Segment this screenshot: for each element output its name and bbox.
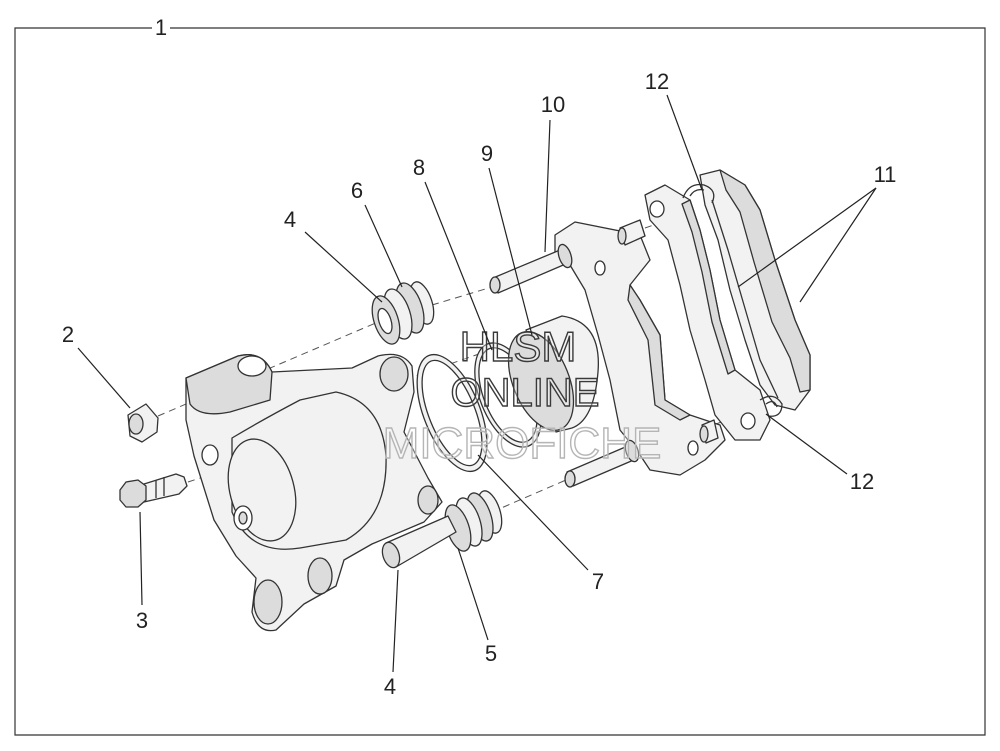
caliper-right-upper-lug (379, 356, 409, 392)
callout-12-bottom: 12 (850, 469, 874, 494)
brake-pad-front-friction (719, 169, 811, 393)
leader-9 (488, 167, 533, 336)
centerline-lower-pin (491, 479, 567, 513)
callout-12-top: 12 (645, 69, 669, 94)
watermark-line-3: MICROFICHE (383, 419, 662, 468)
bleed-screw (119, 473, 188, 508)
callout-3: 3 (136, 608, 148, 633)
brake-pad-front-backing-line (711, 199, 779, 399)
bracket-lower-right-pin-end (699, 425, 709, 443)
bleed-screw-shaft (143, 473, 188, 503)
brake-pad-rear-top-hole (649, 200, 665, 218)
dust-seal-ring (416, 353, 488, 473)
callout-1: 1 (155, 15, 167, 40)
callout-7: 7 (592, 569, 604, 594)
callout-4-lower: 4 (384, 674, 396, 699)
bracket-upper-pin-end (489, 276, 501, 294)
leader-11-a (737, 187, 877, 288)
lower-pin-boot (444, 490, 503, 552)
callout-5: 5 (485, 641, 497, 666)
callout-2: 2 (62, 322, 74, 347)
leader-4-upper (304, 231, 383, 303)
bracket-lower-pin-collar (624, 439, 640, 463)
caliper-fluid-port (201, 444, 219, 466)
brake-pad-rear-edge (681, 199, 736, 375)
leader-4-lower (392, 569, 399, 673)
callout-10: 10 (541, 92, 565, 117)
leader-7 (477, 454, 589, 571)
bracket-upper-hole (594, 260, 606, 276)
leader-8 (424, 181, 493, 351)
caliper-piston (507, 315, 600, 433)
upper-boot-opening (377, 307, 393, 335)
callout-8: 8 (413, 155, 425, 180)
upper-pin-boot (371, 281, 435, 345)
centerline-upper-pin-2 (431, 286, 493, 306)
leader-3 (139, 511, 143, 606)
leader-12-top (666, 94, 703, 191)
caliper-lower-lug-right (307, 557, 333, 595)
callout-numbers: 1 2 3 4 4 5 6 7 8 9 10 11 12 12 (62, 15, 897, 699)
callout-6: 6 (351, 178, 363, 203)
brake-pad-rear-bottom-hole (740, 412, 756, 430)
leader-10 (544, 119, 551, 253)
leader-12-bottom (765, 413, 848, 475)
leader-11-b (799, 187, 877, 303)
caliper-lower-lug-left (253, 579, 283, 625)
diagram-frame (14, 27, 986, 736)
lower-guide-pin (381, 515, 457, 569)
bracket-lower-pin-end (564, 470, 576, 488)
caliper-bracket-edge (627, 284, 691, 421)
brake-pads (644, 169, 811, 441)
caliper-bracket (489, 219, 726, 488)
callout-9: 9 (481, 141, 493, 166)
bracket-top-right-pin-end (617, 227, 627, 245)
bracket-upper-pin-collar (557, 243, 573, 269)
leader-5 (457, 547, 489, 641)
bleed-cap-opening (128, 413, 144, 435)
bleed-screw-hex-head (119, 479, 147, 508)
watermark: HLSM ONLINE MICROFICHE (382, 322, 662, 468)
lower-guide-pin-end (381, 541, 401, 569)
leader-lines (77, 94, 877, 673)
callout-11: 11 (874, 162, 897, 187)
watermark-line-2: ONLINE (451, 371, 600, 415)
caliper-body (185, 353, 443, 632)
leader-6 (364, 204, 403, 288)
caliper-right-lower-lug (417, 485, 439, 515)
watermark-line-1: HLSM (460, 323, 577, 370)
callout-4-upper: 4 (284, 207, 296, 232)
pad-spring-clip-bottom (759, 395, 783, 417)
bleed-screw-flange (155, 477, 165, 498)
leader-2 (77, 347, 131, 409)
bracket-lower-hole (687, 440, 699, 456)
caliper-bleed-port-inner (238, 511, 248, 525)
caliper-upper-lug-end (237, 355, 267, 377)
bracket-upper-pin (492, 249, 569, 294)
bleed-cap (127, 403, 159, 443)
dust-seal-inner (421, 359, 483, 467)
caliper-piston-face (507, 331, 575, 431)
